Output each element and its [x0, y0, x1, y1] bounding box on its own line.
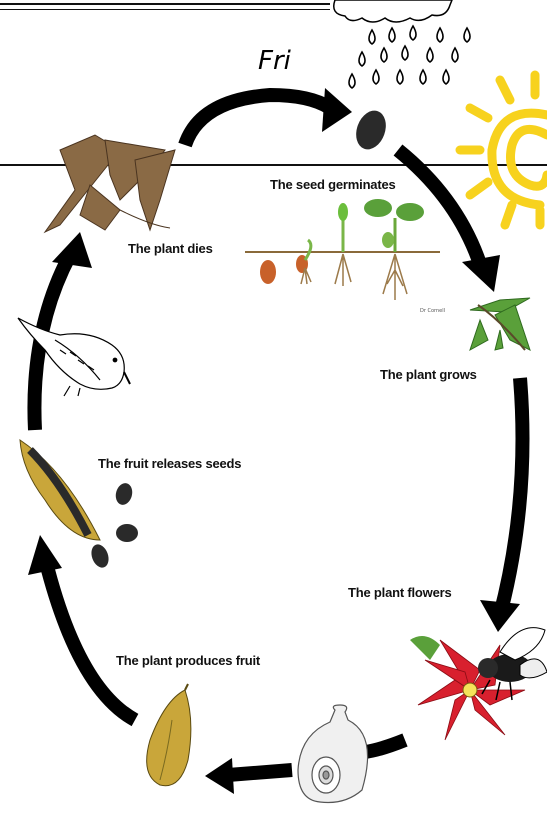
arrow-dies-to-seed [185, 95, 330, 145]
handwritten-note: Fri [258, 46, 291, 76]
open-pod-icon [20, 440, 100, 540]
sun-icon [460, 75, 547, 225]
germination-sequence: Dr Cornell [245, 199, 445, 314]
arrow-ovary-to-fruit [228, 770, 292, 775]
growing-plant-icon [470, 298, 530, 350]
arrowhead-grows [462, 255, 500, 292]
released-seeds-icon [88, 481, 138, 570]
arrowhead-dies [52, 232, 92, 268]
label-seed-germinates: The seed germinates [270, 177, 396, 192]
label-plant-dies: The plant dies [128, 241, 213, 256]
arrowhead-flowers [480, 600, 520, 632]
ovary-cross-section-icon [298, 705, 368, 803]
arrow-grows-to-flowers [500, 378, 523, 615]
arrowhead-pod [28, 535, 62, 575]
arrowhead-fruit [205, 758, 234, 794]
rain-cloud-icon [334, 0, 470, 88]
label-plant-produces-fruit: The plant produces fruit [116, 653, 260, 668]
bee-icon [478, 628, 547, 700]
dead-plant-icon [45, 135, 175, 232]
svg-text:Dr Cornell: Dr Cornell [420, 308, 445, 314]
arrow-fruit-to-pod [48, 570, 135, 720]
fruit-icon [147, 684, 191, 786]
flower-icon [410, 628, 547, 740]
label-plant-flowers: The plant flowers [348, 585, 452, 600]
label-plant-grows: The plant grows [380, 367, 477, 382]
arrowhead-seed [322, 88, 352, 132]
seed-icon [351, 106, 391, 153]
arrow-flower-to-ovary [365, 740, 405, 752]
label-fruit-releases-seeds: The fruit releases seeds [98, 456, 241, 471]
bean-seed-icon [260, 260, 276, 284]
